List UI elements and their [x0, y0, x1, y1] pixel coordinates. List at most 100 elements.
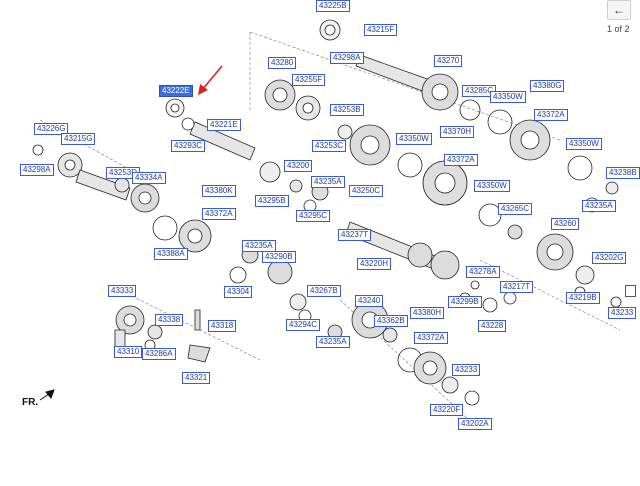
- needle-43362B: [382, 327, 398, 343]
- part-label[interactable]: 43333: [108, 285, 137, 297]
- part-label[interactable]: 43253C: [312, 140, 347, 152]
- part-label[interactable]: 43318: [208, 320, 237, 332]
- part-label[interactable]: 43310: [114, 346, 143, 358]
- gear-43253B: [337, 124, 353, 140]
- part-label[interactable]: 43286A: [142, 348, 176, 360]
- part-label[interactable]: 43215F: [364, 24, 398, 36]
- part-label[interactable]: 43321: [182, 372, 211, 384]
- part-label[interactable]: 43202G: [592, 252, 627, 264]
- part-label[interactable]: 43237T: [338, 229, 372, 241]
- needle-43295B: [289, 179, 303, 193]
- ring-43233-r: [610, 296, 622, 308]
- shaft-counter: [345, 197, 622, 313]
- part-label[interactable]: 43338: [155, 314, 184, 326]
- part-label[interactable]: 43238B: [606, 167, 640, 179]
- synchro-43350W-c: [567, 155, 593, 181]
- back-button[interactable]: ←: [607, 0, 631, 20]
- part-label[interactable]: 43295C: [296, 210, 331, 222]
- part-label[interactable]: 43294C: [286, 319, 321, 331]
- gear-43235A-c: [507, 224, 523, 240]
- part-label[interactable]: 43219B: [566, 292, 600, 304]
- part-label[interactable]: 43253B: [330, 104, 364, 116]
- gear-43220H-a: [407, 242, 433, 268]
- spline-shaft-43215F: [355, 54, 431, 93]
- part-label[interactable]: 43220H: [357, 258, 392, 270]
- shaft-top: [165, 19, 619, 206]
- ring-43265C: [478, 203, 502, 227]
- ring-43202A: [464, 390, 480, 406]
- part-label-highlighted[interactable]: 43222E: [159, 85, 193, 97]
- red-pointer-arrow: [198, 65, 223, 95]
- part-label[interactable]: 43372A: [534, 109, 568, 121]
- synchro-43350W-b: [397, 152, 423, 178]
- part-label[interactable]: 43350W: [396, 133, 432, 145]
- bolt-43278A: [470, 280, 480, 290]
- shaft-lower: [114, 293, 480, 406]
- part-label[interactable]: 43280: [268, 57, 297, 69]
- part-label[interactable]: 43250C: [349, 185, 384, 197]
- part-label[interactable]: 43235A: [311, 176, 345, 188]
- direction-arrow-icon: [39, 389, 55, 401]
- part-label[interactable]: 43380K: [202, 185, 236, 197]
- part-label[interactable]: 43240: [355, 295, 384, 307]
- part-label[interactable]: 43235A: [582, 200, 616, 212]
- part-label[interactable]: 43334A: [132, 172, 166, 184]
- part-label[interactable]: 43278A: [466, 266, 500, 278]
- gear-43220F: [441, 376, 459, 394]
- gear-43220H-b: [430, 250, 460, 280]
- part-label[interactable]: 43202A: [458, 418, 492, 430]
- part-label[interactable]: 43298A: [330, 52, 364, 64]
- gear-43235A-r: [605, 181, 619, 195]
- part-label[interactable]: 43255F: [292, 74, 326, 86]
- part-label[interactable]: 43220F: [430, 404, 464, 416]
- collar-43293C: [181, 117, 195, 131]
- part-label[interactable]: 43299B: [448, 296, 482, 308]
- part-label[interactable]: 43228: [478, 320, 507, 332]
- gear-43290B: [267, 259, 293, 285]
- part-label[interactable]: 43370H: [440, 126, 475, 138]
- bracket-43321: [187, 344, 211, 363]
- part-label[interactable]: 43260: [551, 218, 580, 230]
- part-label[interactable]: 43304: [224, 286, 253, 298]
- part-label[interactable]: 43372A: [202, 208, 236, 220]
- part-label[interactable]: 43233: [452, 364, 481, 376]
- part-label[interactable]: 43372A: [444, 154, 478, 166]
- part-label[interactable]: 43295B: [255, 195, 289, 207]
- bolt-43318: [194, 309, 201, 331]
- part-label[interactable]: 43350W: [566, 138, 602, 150]
- part-label[interactable]: 43225B: [316, 0, 350, 12]
- ring-43228: [482, 297, 498, 313]
- part-label[interactable]: 43372A: [414, 332, 448, 344]
- page-indicator: 1 of 2: [607, 24, 630, 34]
- ring-43285C: [459, 99, 481, 121]
- direction-label: FR.: [22, 397, 39, 408]
- part-label[interactable]: 43217T: [500, 281, 534, 293]
- part-label[interactable]: 43298A: [20, 164, 54, 176]
- part-label[interactable]: 43350W: [490, 91, 526, 103]
- part-label[interactable]: 43233: [608, 307, 637, 319]
- part-label[interactable]: 43235A: [316, 336, 350, 348]
- gear-43202G: [575, 265, 595, 285]
- part-label[interactable]: 43388A: [154, 248, 188, 260]
- part-label[interactable]: 43215G: [61, 133, 96, 145]
- part-label[interactable]: 43293C: [171, 140, 206, 152]
- seal-43298A: [32, 144, 44, 156]
- part-label[interactable]: 43380G: [530, 80, 565, 92]
- part-label[interactable]: 43200: [284, 160, 313, 172]
- part-label[interactable]: 43290B: [262, 251, 296, 263]
- part-label[interactable]: 43350W: [474, 180, 510, 192]
- shaft-43215G: [75, 169, 131, 201]
- part-label[interactable]: 43265C: [498, 203, 533, 215]
- part-label[interactable]: 43221E: [207, 119, 241, 131]
- bearing-43338: [147, 324, 163, 340]
- part-label[interactable]: 43235A: [242, 240, 276, 252]
- part-label[interactable]: 43267B: [307, 285, 341, 297]
- part-label[interactable]: 43380H: [410, 307, 445, 319]
- part-label[interactable]: 43270: [434, 55, 463, 67]
- part-label[interactable]: 43362B: [374, 315, 408, 327]
- shaft-input: [32, 144, 329, 285]
- scroll-marker[interactable]: [625, 285, 636, 297]
- part-label[interactable]: 43226G: [34, 123, 69, 135]
- bearing-43253D: [114, 177, 130, 193]
